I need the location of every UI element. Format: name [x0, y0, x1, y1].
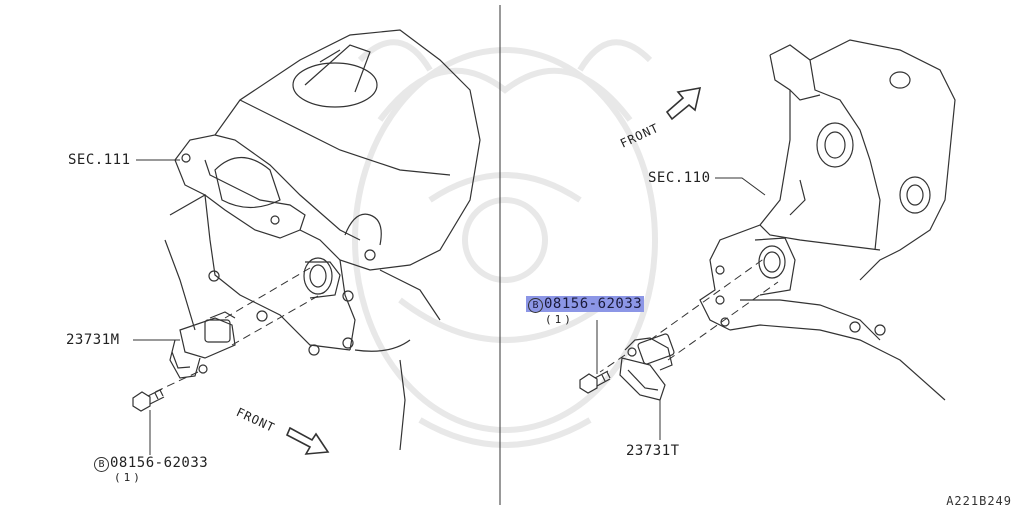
diagram-code: A221B249	[946, 494, 1012, 508]
left-leaders	[133, 159, 180, 455]
left-front-arrow	[285, 426, 330, 455]
right-part-label-23731T[interactable]: 23731T	[626, 443, 680, 459]
right-engine-block	[699, 39, 956, 401]
left-sec-label[interactable]: SEC.111	[68, 152, 131, 168]
left-bolt	[132, 388, 165, 412]
left-engine-block	[164, 29, 481, 451]
watermark-emblem	[352, 39, 658, 448]
right-sec-label[interactable]: SEC.110	[648, 170, 711, 186]
left-part-label-23731M[interactable]: 23731M	[66, 332, 120, 348]
right-alignment-lines	[599, 257, 779, 373]
right-leaders	[596, 177, 766, 440]
left-sensor-23731M	[169, 311, 236, 379]
left-alignment-lines	[154, 267, 326, 393]
right-bolt	[579, 370, 611, 394]
left-bolt-qty: (1)	[114, 471, 143, 484]
left-bolt-number: 08156-62033	[110, 455, 209, 471]
right-front-arrow	[665, 86, 702, 121]
right-bolt-qty: (1)	[545, 313, 574, 326]
right-bolt-number: 08156-62033	[544, 296, 643, 312]
bolt-marker-b-icon: B	[94, 457, 109, 472]
bolt-marker-b-icon: B	[528, 298, 543, 313]
